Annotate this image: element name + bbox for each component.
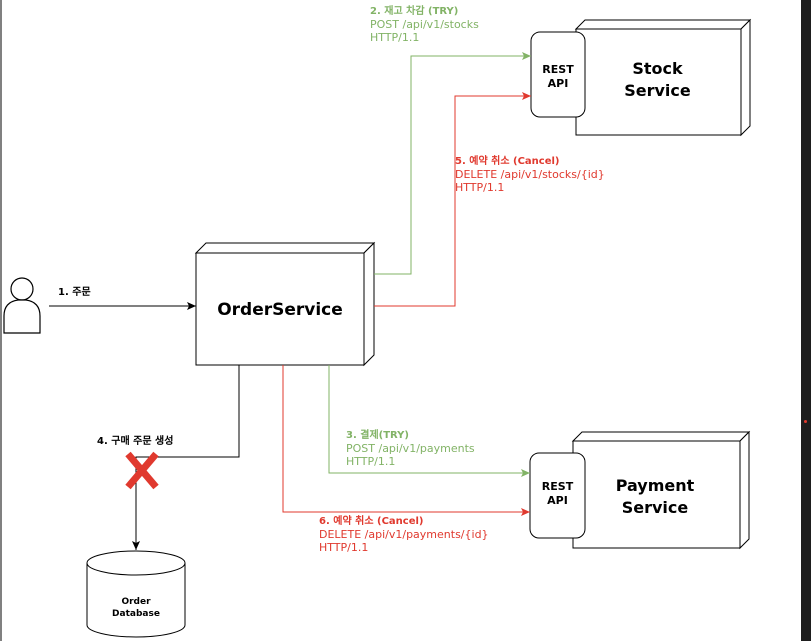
red-dot	[804, 420, 807, 423]
edge-5-stock-cancel	[374, 92, 531, 307]
step-3-title: 3. 결제(TRY)	[346, 430, 409, 441]
payment-service-label: Payment Service	[615, 476, 695, 517]
payment-service-box	[571, 430, 751, 550]
edge-2-stock-try	[374, 52, 531, 275]
step-2-protocol: HTTP/1.1	[370, 31, 420, 44]
step-3-method: POST /api/v1/payments	[346, 442, 475, 455]
x-mark-icon	[125, 451, 159, 490]
stock-service-label: Stock Service	[624, 59, 691, 100]
stock-service-box	[574, 18, 752, 137]
user-icon	[3, 277, 41, 334]
stock-rest-api-box	[530, 31, 586, 118]
step-1-title: 1. 주문	[58, 287, 91, 298]
edge-3-payment-try	[328, 365, 530, 477]
step-6-protocol: HTTP/1.1	[319, 541, 369, 554]
order-service-label: OrderService	[217, 300, 343, 320]
step-5-title: 5. 예약 취소 (Cancel)	[455, 156, 560, 167]
step-5-method: DELETE /api/v1/stocks/{id}	[455, 168, 605, 181]
step-6-method: DELETE /api/v1/payments/{id}	[319, 528, 489, 541]
step-3-protocol: HTTP/1.1	[346, 455, 396, 468]
step-5-protocol: HTTP/1.1	[455, 181, 505, 194]
edge-4-create-order	[132, 365, 240, 550]
order-service-box	[194, 241, 376, 367]
order-database-label: Order Database	[112, 597, 160, 619]
stock-rest-api-label: REST API	[542, 63, 574, 90]
payment-rest-api-label: REST API	[541, 480, 574, 507]
edge-6-payment-cancel	[282, 365, 530, 516]
step-2-method: POST /api/v1/stocks	[370, 18, 479, 31]
step-6-title: 6. 예약 취소 (Cancel)	[319, 516, 424, 527]
payment-rest-api-box	[529, 452, 586, 539]
step-2-title: 2. 재고 차감 (TRY)	[370, 6, 459, 17]
database-cylinder-icon	[86, 550, 186, 638]
step-4-title: 4. 구매 주문 생성	[97, 436, 174, 447]
